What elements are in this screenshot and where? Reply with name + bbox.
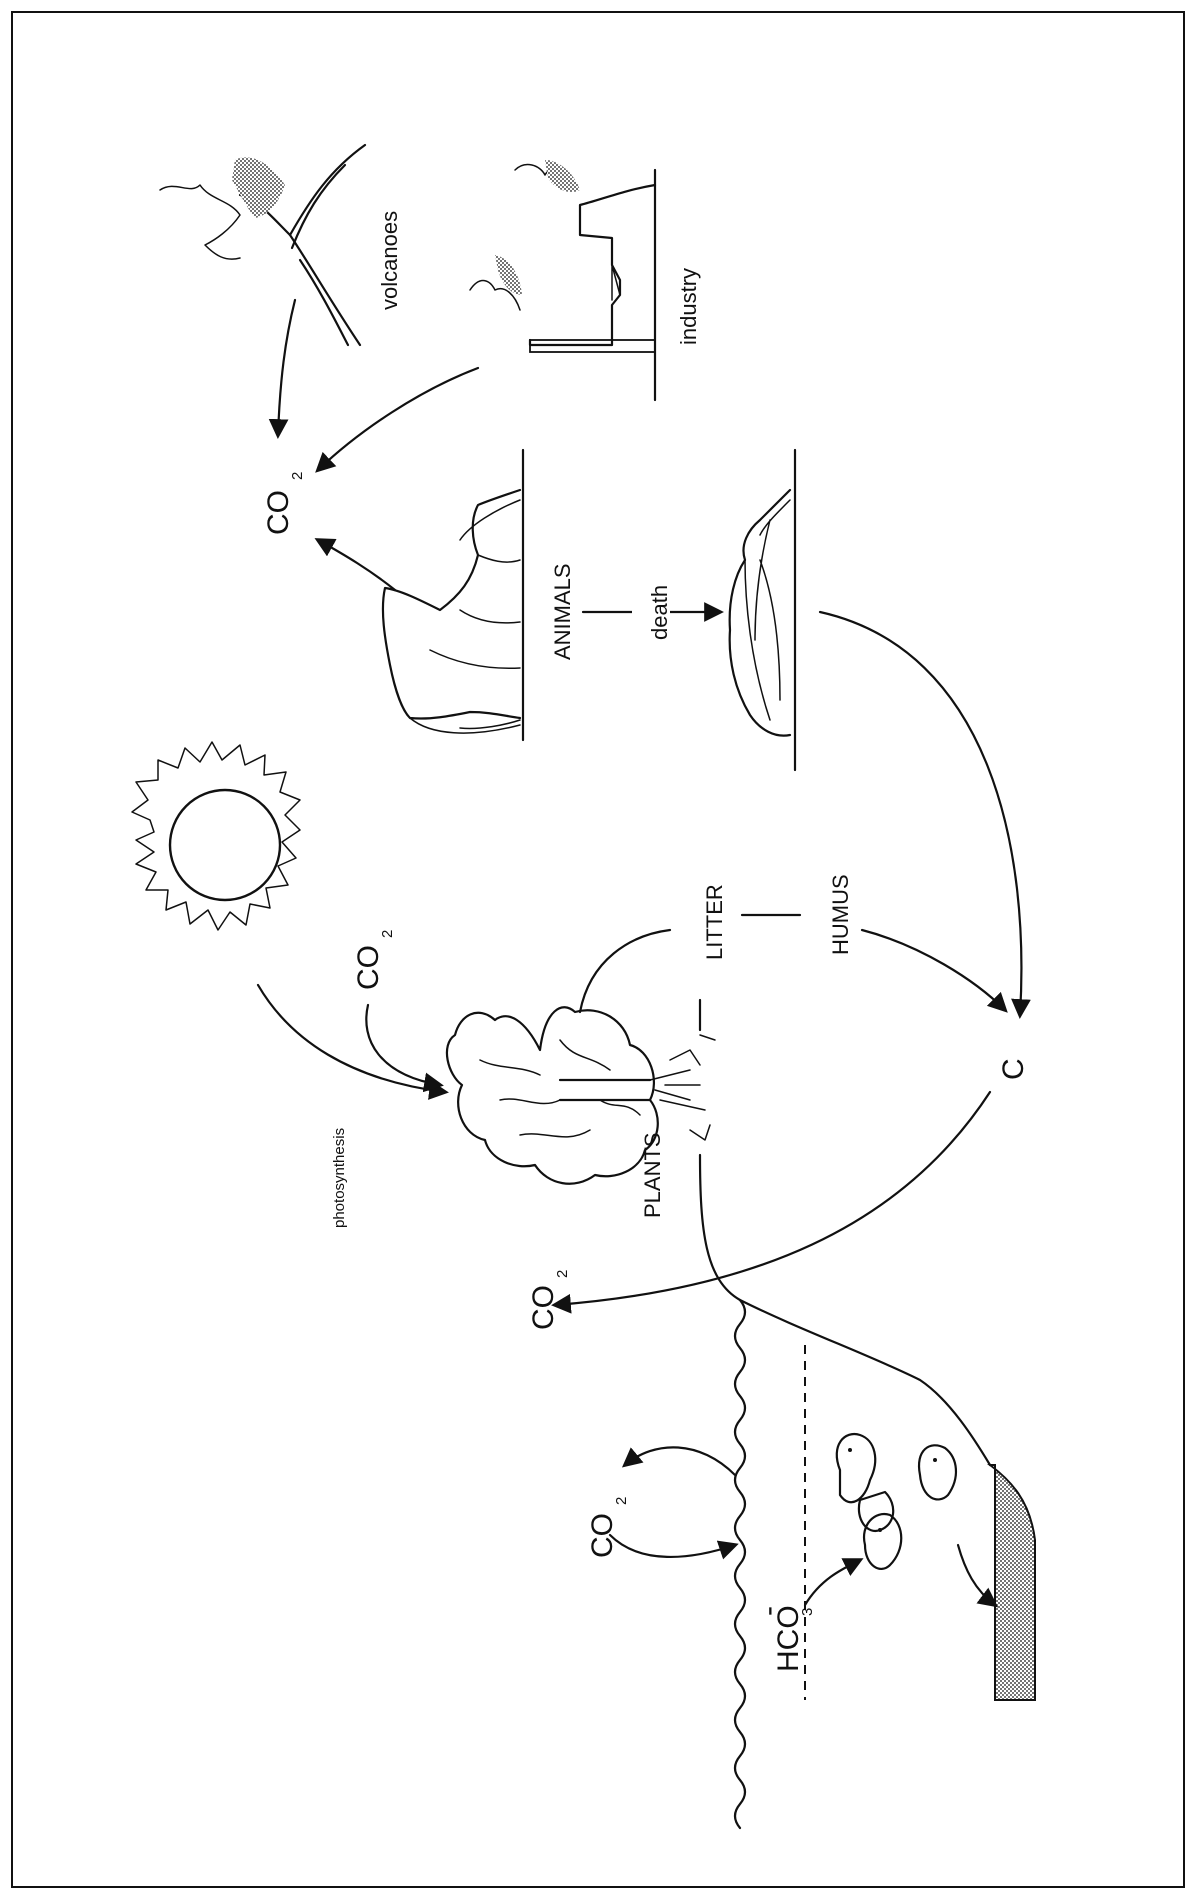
fish-to-sediment-arrow (958, 1545, 995, 1605)
humus-label: HUMUS (828, 874, 853, 955)
plants-label: PLANTS (640, 1132, 665, 1218)
co2-atmosphere-low: CO 2 (527, 1270, 571, 1330)
volcano-icon (160, 145, 365, 345)
co2-atmosphere-top: CO 2 (262, 472, 306, 535)
volcanoes-label: volcanoes (377, 211, 402, 310)
co2-ocean-subscript: 2 (613, 1497, 630, 1505)
cow-icon (383, 450, 523, 740)
dead-cow-icon (730, 450, 795, 770)
co2-ocean-label: CO (586, 1513, 619, 1558)
co2-atmosphere-mid: CO 2 (352, 930, 396, 990)
sun-icon (132, 742, 300, 930)
co2-top-subscript: 2 (289, 472, 306, 480)
industry-label: industry (676, 268, 701, 345)
animals-to-co2-arrow (318, 540, 395, 590)
tree-icon (447, 1007, 715, 1183)
hco3-superscript: - (752, 1606, 785, 1616)
volcano-to-co2-arrow (278, 300, 295, 435)
hco3-to-fish-arrow (805, 1560, 860, 1605)
photosynthesis-label: photosynthesis (331, 1128, 348, 1228)
co2-low-label: CO (527, 1285, 560, 1330)
carbon-label: C (997, 1058, 1030, 1080)
industry-to-co2-arrow (318, 368, 478, 470)
death-label: death (647, 585, 672, 640)
ocean-surface (735, 1300, 745, 1828)
carbon-to-co2-arrow (555, 1092, 990, 1305)
co2-mid-subscript: 2 (379, 930, 396, 938)
bicarbonate: HCO 3 - (752, 1605, 816, 1672)
animals-label: ANIMALS (550, 563, 575, 660)
hco3-subscript: 3 (799, 1608, 816, 1616)
co2-to-ocean-arrow (610, 1535, 735, 1557)
co2-to-plants-arrow (366, 1005, 440, 1085)
litter-label: LITTER (702, 884, 727, 960)
co2-top-label: CO (262, 490, 295, 535)
humus-to-carbon-arrow (862, 930, 1005, 1010)
factory-icon (470, 160, 655, 400)
co2-mid-label: CO (352, 945, 385, 990)
ground-profile (700, 1155, 990, 1465)
co2-ocean-exchange: CO 2 (586, 1497, 630, 1558)
ocean-to-co2-arrow (625, 1447, 735, 1475)
tree-to-litter-curve (580, 930, 670, 1012)
co2-low-subscript: 2 (554, 1270, 571, 1278)
fish-icon (837, 1434, 956, 1569)
sun-to-plants-arrow (258, 985, 445, 1092)
sediment-icon (990, 1465, 1035, 1700)
